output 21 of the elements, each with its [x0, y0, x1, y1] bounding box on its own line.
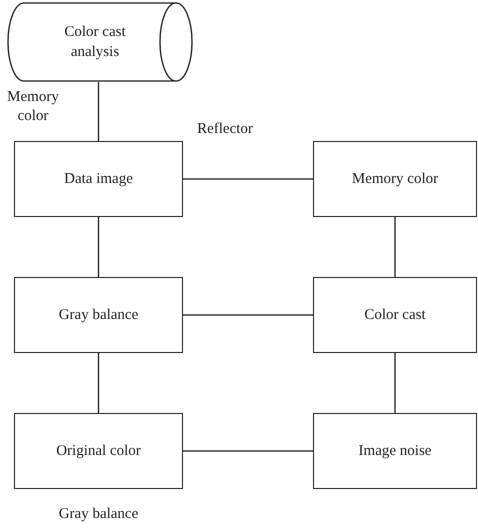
- node-label: Memory color: [350, 170, 440, 189]
- connector-line: [183, 450, 313, 452]
- node-label: Color cast analysis: [63, 22, 127, 62]
- connector-line: [98, 82, 100, 141]
- process-box: [313, 277, 477, 353]
- connector-line: [183, 314, 313, 316]
- process-box: [313, 141, 477, 217]
- process-box: [14, 413, 183, 489]
- node-label: Color cast: [363, 306, 427, 325]
- node-label: Gray balance: [58, 306, 140, 325]
- process-box: [14, 277, 183, 353]
- connector-line: [394, 353, 396, 413]
- connector-line: [394, 217, 396, 277]
- process-box: [14, 141, 183, 217]
- connector-line: [183, 178, 313, 180]
- node-label: Original color: [55, 442, 142, 461]
- node-label: Data image: [63, 170, 134, 189]
- node-label: Image noise: [358, 442, 432, 461]
- process-box: [313, 413, 477, 489]
- connector-line: [98, 217, 100, 277]
- connector-line: [98, 353, 100, 413]
